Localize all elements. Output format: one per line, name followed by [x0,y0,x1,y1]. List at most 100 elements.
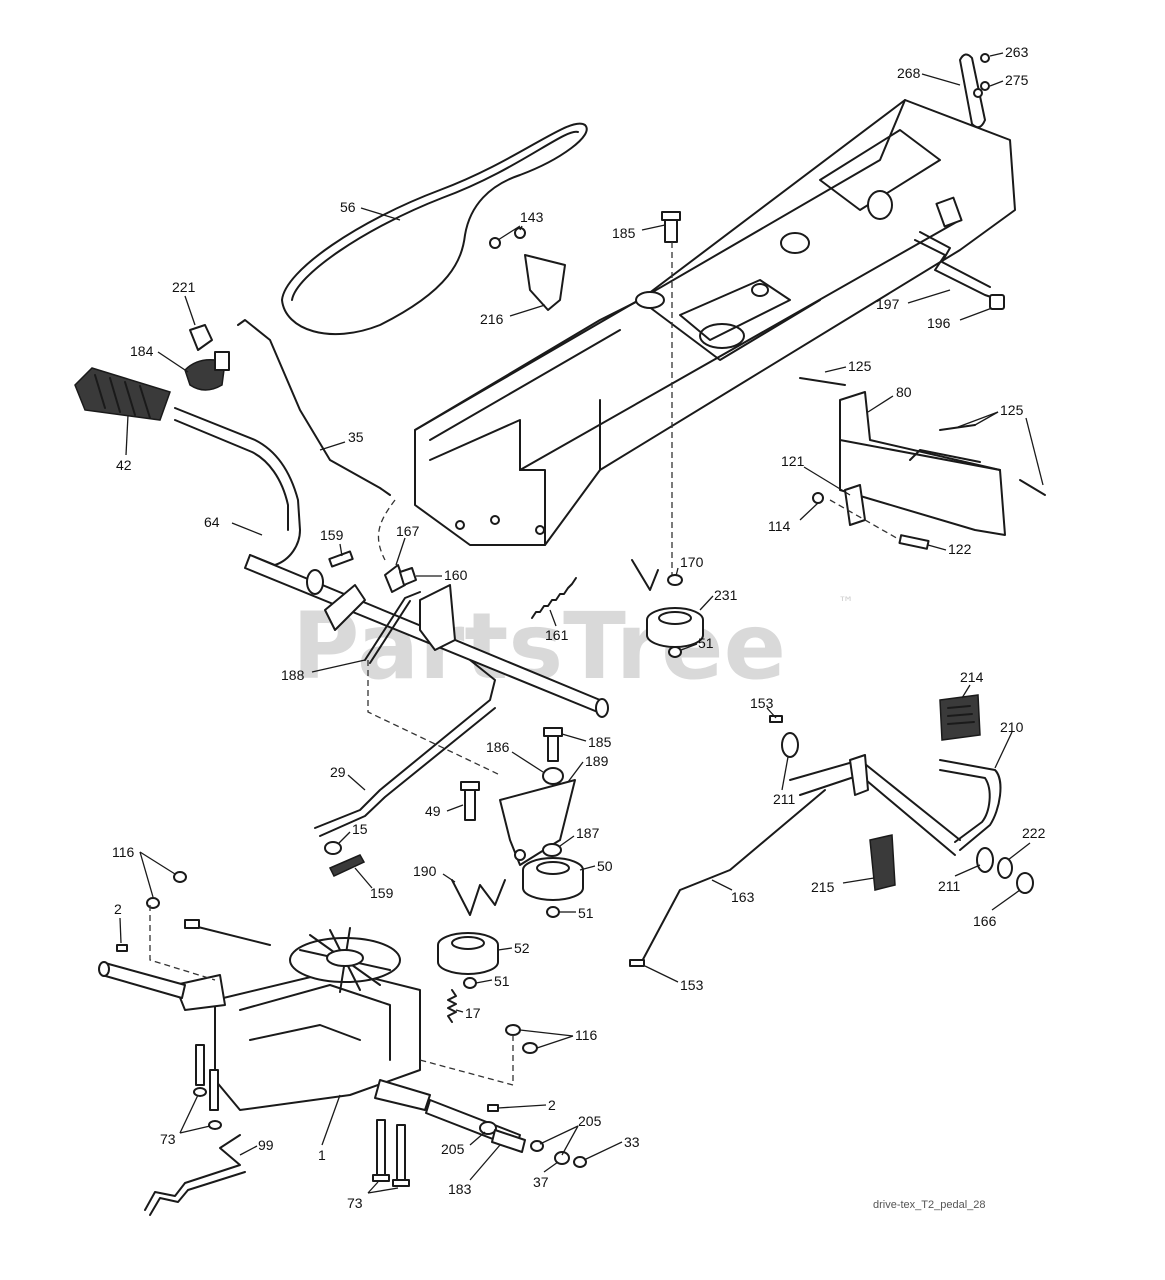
callout-35[interactable]: 35 [319,429,364,451]
callout-231[interactable]: 231 [699,587,738,611]
bushing-211-a[interactable] [781,732,799,758]
callout-116-b[interactable]: 116 [519,1027,598,1049]
callout-52[interactable]: 52 [497,940,530,956]
callout-37[interactable]: 37 [533,1161,559,1190]
clip-221[interactable] [189,324,213,351]
pedal-pad-214[interactable] [939,694,981,741]
callout-196[interactable]: 196 [927,307,993,331]
callout-122[interactable]: 122 [927,541,972,557]
rod-29[interactable] [314,659,496,837]
callout-50[interactable]: 50 [579,858,613,874]
nut-51-mid[interactable] [546,906,560,918]
spring-17[interactable] [447,989,457,1023]
callout-51-low[interactable]: 51 [475,973,510,989]
nut-51-top[interactable] [668,646,682,658]
hitch-268[interactable] [959,53,986,129]
callout-185-top[interactable]: 185 [612,224,666,241]
callout-73-upper[interactable]: 73 [160,1094,211,1147]
callout-42[interactable]: 42 [116,414,132,473]
callout-1[interactable]: 1 [318,1094,341,1163]
bolts-143[interactable] [489,227,526,249]
callout-17[interactable]: 17 [455,1005,481,1021]
callout-170[interactable]: 170 [675,554,704,577]
pedal-bracket[interactable] [789,754,961,856]
lever-64[interactable] [174,407,301,566]
callout-80[interactable]: 80 [867,384,912,413]
key-2-right[interactable] [487,1104,499,1112]
callout-153-top[interactable]: 153 [750,695,777,719]
callout-49[interactable]: 49 [425,803,464,819]
callout-159-top[interactable]: 159 [320,527,344,557]
callout-121[interactable]: 121 [781,453,851,496]
callout-159-low[interactable]: 159 [354,867,394,901]
nut-116-a[interactable] [173,871,187,883]
rod-35[interactable] [237,319,391,496]
nut-116-b[interactable] [146,897,160,909]
spacer-186[interactable] [542,767,564,785]
callout-153-low[interactable]: 153 [644,965,704,993]
bolt-185-top[interactable] [661,211,681,243]
callout-205-a[interactable]: 205 [441,1131,486,1157]
callout-263[interactable]: 263 [989,44,1029,60]
pin-153-b[interactable] [629,959,645,967]
bolt-125-a[interactable] [799,377,846,386]
pulley-52[interactable] [437,932,499,975]
callout-215[interactable]: 215 [811,877,875,895]
key-2-left[interactable] [116,944,128,952]
axle-left[interactable] [98,961,186,999]
callout-2-right[interactable]: 2 [497,1097,556,1113]
callout-163[interactable]: 163 [711,879,755,905]
callout-221[interactable]: 221 [172,279,196,326]
clip-166[interactable] [1016,872,1034,894]
washer-222[interactable] [997,857,1013,879]
callout-185-mid[interactable]: 185 [561,733,612,750]
rod-99[interactable] [144,1134,246,1216]
bolt-196[interactable] [989,294,1005,310]
callout-29[interactable]: 29 [330,764,366,791]
callout-167[interactable]: 167 [395,523,420,566]
transaxle-1[interactable] [174,927,431,1111]
spacer-205-a[interactable] [479,1121,497,1135]
pin-122[interactable] [898,534,930,550]
callout-189[interactable]: 189 [567,753,609,783]
bolt-159-low[interactable] [328,854,366,877]
clip-160[interactable] [399,567,417,586]
rod-188[interactable] [364,591,421,664]
washer-187[interactable] [542,843,562,857]
washer-37[interactable] [554,1151,570,1165]
bolt-185-mid[interactable] [543,727,563,762]
grip-42[interactable] [74,367,171,421]
arm-assembly[interactable] [324,584,456,651]
nut-116-d[interactable] [522,1042,538,1054]
bolt-125-c[interactable] [1019,479,1046,496]
pulley-231[interactable] [646,607,704,648]
callout-211-low[interactable]: 211 [938,864,981,894]
callout-64[interactable]: 64 [204,514,263,536]
callout-161[interactable]: 161 [545,609,569,643]
hub-183[interactable] [491,1129,526,1153]
bolt-159-top[interactable] [328,550,354,568]
callout-15[interactable]: 15 [337,821,368,845]
callout-73-lower[interactable]: 73 [347,1181,399,1211]
callout-186[interactable]: 186 [486,739,544,773]
bolt-49[interactable] [460,781,480,821]
clip-33[interactable] [573,1156,587,1168]
callout-190[interactable]: 190 [413,863,456,883]
callout-211-top[interactable]: 211 [773,756,796,807]
rod-163[interactable] [639,789,826,966]
nut-275[interactable] [980,81,990,91]
bolts-73-lower[interactable] [372,1119,410,1187]
callout-183[interactable]: 183 [448,1144,501,1197]
callout-116-a[interactable]: 116 [112,844,176,898]
callout-51-top[interactable]: 51 [680,635,714,651]
callout-125-b[interactable]: 125 [957,402,1044,486]
pin-153-a[interactable] [769,715,783,723]
bolt-263[interactable] [980,53,990,63]
callout-56[interactable]: 56 [340,199,401,221]
callout-197[interactable]: 197 [876,289,951,312]
callout-99[interactable]: 99 [239,1137,274,1156]
nut-51-low[interactable] [463,977,477,989]
washer-205-b[interactable] [530,1140,544,1152]
callout-114[interactable]: 114 [768,502,819,534]
callout-187[interactable]: 187 [559,825,600,847]
